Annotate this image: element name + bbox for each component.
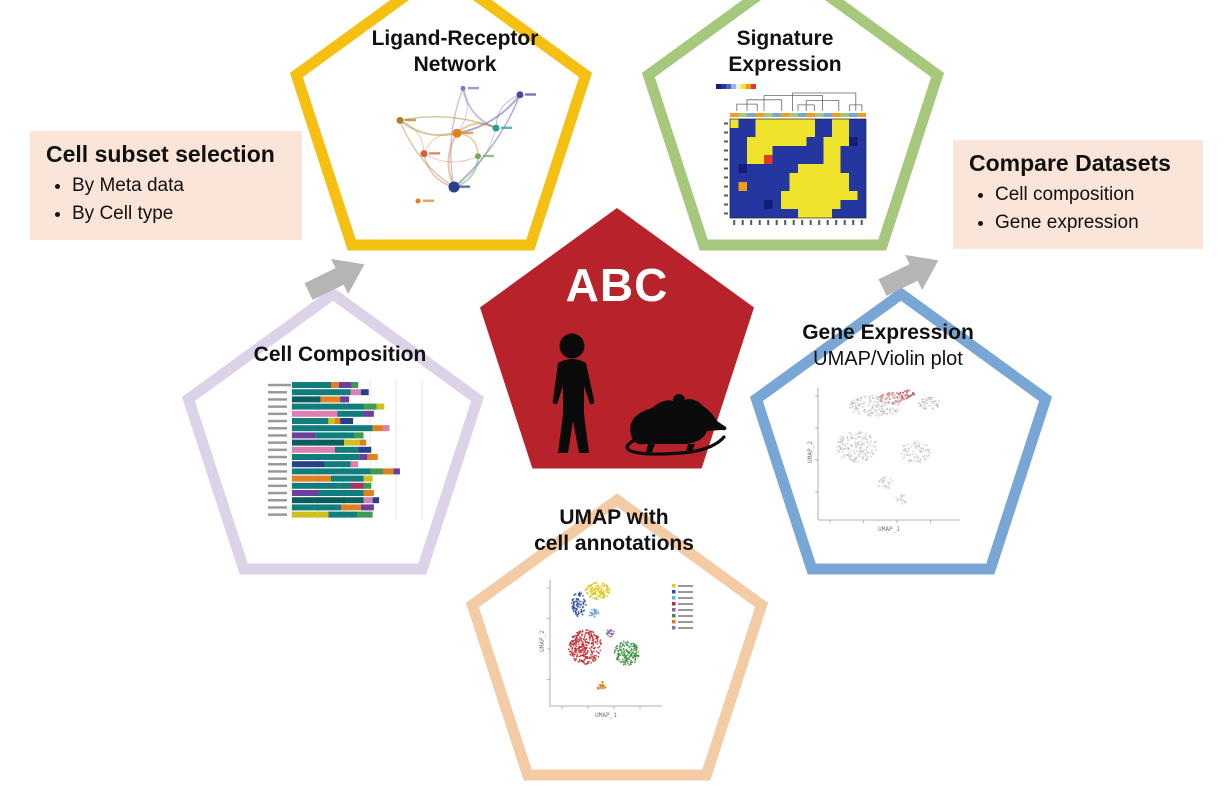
bullet-item: Gene expression <box>995 209 1189 237</box>
compare-datasets-box: Compare Datasets Cell composition Gene e… <box>953 140 1203 249</box>
title-line: Network <box>413 53 497 76</box>
title-line: Cell Composition <box>253 343 427 366</box>
umap-annotations-title: UMAP with cell annotations <box>534 505 694 557</box>
left-box-list: By Meta data By Cell type <box>46 172 288 228</box>
bullet-item: By Cell type <box>72 200 288 228</box>
pentagon-gene <box>749 287 1053 575</box>
annotated-umap-plot: UMAP_1 UMAP_2 <box>539 580 693 719</box>
ligand-receptor-title: Ligand-Receptor Network <box>372 26 539 78</box>
svg-text:UMAP_1: UMAP_1 <box>878 526 900 533</box>
pentagon-composition <box>181 287 485 575</box>
gene-expression-umap-plot: UMAP_1 UMAP_2 <box>807 388 960 533</box>
svg-text:UMAP_2: UMAP_2 <box>539 630 546 652</box>
arrow-right <box>878 254 939 296</box>
title-line: Ligand-Receptor <box>371 27 539 50</box>
pentagon-layer <box>181 0 1053 781</box>
signature-expression-title: Signature Expression <box>728 26 841 78</box>
silhouette-layer <box>552 333 727 456</box>
title-line: UMAP/Violin plot <box>813 348 963 370</box>
cell-composition-title: Cell Composition <box>254 342 427 368</box>
pentagon-umap <box>465 493 769 781</box>
right-box-list: Cell composition Gene expression <box>969 181 1189 237</box>
human-silhouette-icon <box>552 333 595 453</box>
svg-text:UMAP_2: UMAP_2 <box>807 441 814 463</box>
left-box-title: Cell subset selection <box>46 141 275 167</box>
title-line: Expression <box>728 53 842 76</box>
gene-expression-title: Gene Expression UMAP/Violin plot <box>802 320 974 372</box>
ligand-receptor-network-plot <box>396 85 536 204</box>
cell-subset-selection-box: Cell subset selection By Meta data By Ce… <box>30 131 302 240</box>
title-line: Signature <box>736 27 834 50</box>
signature-expression-heatmap <box>716 84 867 225</box>
title-line: Gene Expression <box>802 321 974 344</box>
title-line: UMAP with <box>559 506 669 529</box>
arrow-layer <box>304 254 939 300</box>
mouse-silhouette-icon <box>625 394 727 456</box>
bullet-item: By Meta data <box>72 172 288 200</box>
title-line: cell annotations <box>534 532 694 555</box>
center-app-label: ABC <box>565 259 669 311</box>
right-box-title: Compare Datasets <box>969 150 1171 176</box>
svg-text:UMAP_1: UMAP_1 <box>595 712 617 719</box>
arrow-left <box>304 258 365 300</box>
bullet-item: Cell composition <box>995 181 1189 209</box>
pentagon-ligand <box>289 0 593 251</box>
cell-composition-barchart <box>268 380 423 520</box>
